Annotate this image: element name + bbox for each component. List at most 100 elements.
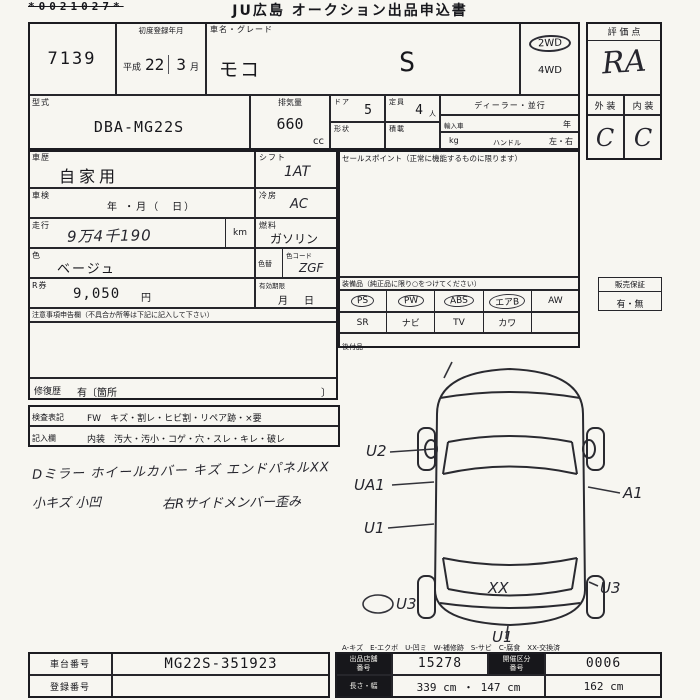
equipment-cell-leather: カワ <box>482 313 531 332</box>
warranty-cell: 販売保証 有・無 <box>598 277 662 311</box>
aircon-label: 冷房 <box>259 191 277 200</box>
equipment-item-leather: カワ <box>498 319 517 329</box>
repair-history-label: 修復歴 <box>34 387 62 397</box>
equipment-item-ps: PS <box>350 294 375 308</box>
dealer-label: ディーラー・並行 <box>474 101 546 110</box>
vehicle-name: モコ <box>219 59 262 81</box>
body-shape-cell: 形状 <box>330 122 385 150</box>
score-value: RA <box>600 43 648 82</box>
drive-4wd: 4WD <box>538 65 562 76</box>
capacity-label: 定員 <box>389 98 405 106</box>
dimensions-height: 162 cm <box>583 680 624 693</box>
diagram-marks <box>362 361 621 640</box>
dimensions-lw-cell: 339 cm ・ 147 cm <box>392 675 545 698</box>
aftermarket-cell: 後付品 <box>338 333 580 351</box>
model-code-label: 型式 <box>32 98 50 107</box>
chassis-number: MG22S-351923 <box>164 655 278 672</box>
registration-number-label: 登録番号 <box>49 683 90 693</box>
dealer-cell: ディーラー・並行 <box>440 95 580 115</box>
warranty-label: 販売保証 <box>599 278 661 292</box>
color-change-cell: 色替 色コード ZGF <box>255 248 338 278</box>
diagram-annotation: U1 <box>492 628 513 644</box>
vehicle-name-label: 車名・グレード <box>210 25 273 34</box>
diagram-annotation: U3 <box>396 595 417 613</box>
displacement-label: 排気量 <box>278 98 302 107</box>
vehicle-name-cell: 車名・グレード モコ S <box>206 22 520 95</box>
registration-month: 3 <box>168 55 186 74</box>
diagram-legend: A-キズ E-エクボ U-凹ミ W-補修跡 S-サビ C-腐食 XX-交換済 <box>342 644 561 652</box>
mileage-value: 9万4千190 <box>66 226 152 246</box>
exterior-grade-cell: C <box>586 115 624 160</box>
sales-point-cell: セールスポイント（正常に機能するものに限ります） <box>338 150 580 277</box>
interior-label: 内 装 <box>632 102 654 112</box>
mileage-cell: 走行 9万4千190 km <box>28 218 255 248</box>
equipment-row1: PS PW ABS エアB AW <box>338 290 580 312</box>
registration-label-cell: 登録番号 <box>28 675 112 698</box>
session-number: 0006 <box>585 656 622 671</box>
interior-grade-cell: C <box>624 115 662 160</box>
model-code-cell: 型式 DBA-MG22S <box>28 95 250 150</box>
equipment-cell-navi: ナビ <box>386 313 434 332</box>
import-label: 輸入車 <box>444 122 464 130</box>
registration-year: 22 <box>145 55 165 74</box>
body-shape-label: 形状 <box>334 125 350 133</box>
recycle-ticket-cell: R券 9,050 円 <box>28 278 255 308</box>
drive-type-cell: 2WD 4WD <box>520 22 580 95</box>
mileage-unit: km <box>233 228 247 238</box>
exterior-header-cell: 外 装 <box>586 95 624 115</box>
equipment-cell-pw: PW <box>386 291 434 311</box>
session-number-label-cell: 開催区分 番号 <box>488 652 545 675</box>
expiry-cell: 有効期限 月 日 <box>255 278 338 308</box>
vehicle-grade: S <box>399 47 416 78</box>
dimensions-label-cell: 長さ・幅 <box>335 675 392 698</box>
exterior-label: 外 装 <box>594 102 616 112</box>
drive-2wd-selected: 2WD <box>528 34 572 53</box>
equipment-cell-empty <box>530 313 579 332</box>
recycle-ticket-value: 9,050 <box>73 286 121 302</box>
color-value: ベージュ <box>57 262 116 277</box>
mileage-unit-box: km <box>225 219 254 247</box>
diagram-annotation: XX <box>487 579 509 597</box>
score-label: 評 価 点 <box>587 23 661 41</box>
interior-header-cell: 内 装 <box>624 95 662 115</box>
equipment-cell-airbag: エアB <box>482 291 531 311</box>
load-cell: 積載 <box>385 122 440 150</box>
score-cell: 評 価 点 RA <box>586 22 662 95</box>
fuel-cell: 燃料 ガソリン <box>255 218 338 248</box>
sales-point-header: セールスポイント（正常に機能するものに限ります） <box>342 154 522 163</box>
memo-line-2: 小キズ 小凹 <box>31 495 102 512</box>
color-code-label: 色コード <box>286 252 312 260</box>
session-number-cell: 0006 <box>545 652 662 675</box>
import-year-cell: 輸入車 年 <box>440 115 580 132</box>
registration-value-cell <box>112 675 330 698</box>
fuel-value: ガソリン <box>270 232 319 246</box>
handle-label: ハンドル <box>493 139 521 147</box>
memo-line-1: Dミラー ホイールカバー キズ エンドパネルXX <box>31 460 331 483</box>
equipment-row2: SR ナビ TV カワ <box>338 312 580 333</box>
color-change-label: 色替 <box>258 260 272 268</box>
store-number-label-cell: 出品店舗 番号 <box>335 652 392 675</box>
shift-cell: シフト 1AT <box>255 150 338 188</box>
memo-line-3: 右Rサイドメンバー歪み <box>161 494 302 513</box>
diagram-annotation: U3 <box>600 579 621 597</box>
import-year-unit: 年 <box>563 120 571 129</box>
doors-value: 5 <box>364 103 372 118</box>
displacement-value: 660 <box>276 115 304 133</box>
interior-check-label: 記入欄 <box>32 434 56 443</box>
interior-grade: C <box>633 123 653 152</box>
history-cell: 車歴 自家用 <box>28 150 255 188</box>
doors-label: ドア <box>334 98 350 106</box>
equipment-item-sr: SR <box>356 317 369 328</box>
car-outline <box>417 367 605 627</box>
session-number-label: 開催区分 番号 <box>502 655 531 672</box>
equipment-cell-ps: PS <box>339 291 386 311</box>
warranty-value: 有・無 <box>616 300 644 310</box>
equipment-header: 装備品（純正品に限り○をつけてください） <box>342 280 481 288</box>
capacity-value: 4 <box>415 103 423 118</box>
repair-history-close: 〕 <box>321 388 331 399</box>
first-registration-cell: 初度登録年月 平成 22 3 月 <box>116 22 206 95</box>
equipment-item-pw: PW <box>397 294 425 308</box>
color-code-box: 色コード ZGF <box>282 249 337 277</box>
notes-header: 注意事項申告欄（不具合か所等は下記に記入して下さい） <box>32 311 214 319</box>
dimensions-height-cell: 162 cm <box>545 675 662 698</box>
